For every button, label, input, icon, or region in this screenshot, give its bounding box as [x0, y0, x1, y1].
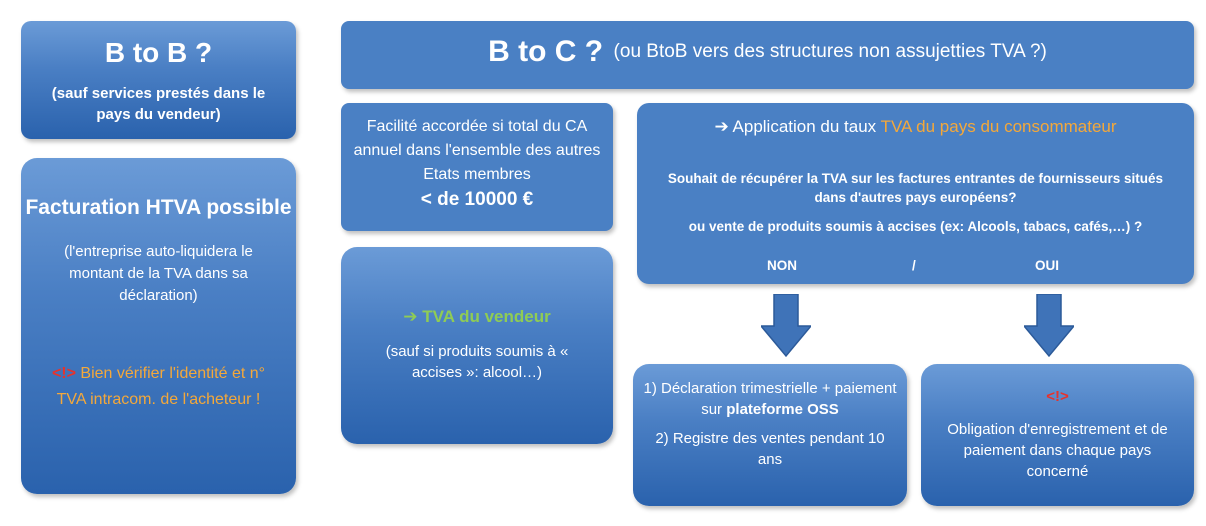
oss-line-2: 2) Registre des ventes pendant 10 ans — [655, 430, 885, 468]
arrow-down-icon — [761, 294, 811, 358]
registration-text: Obligation d'enregistrement et de paieme… — [947, 421, 1168, 480]
oss-box: 1) Déclaration trimestrielle + paiement … — [633, 364, 907, 506]
vendeur-title-line: ➔ TVA du vendeur — [341, 307, 613, 327]
btob-title: B to B ? — [104, 37, 213, 68]
application-question-1: Souhait de récupérer la TVA sur les fact… — [667, 171, 1164, 205]
btoc-line: B to C ? (ou BtoB vers des structures no… — [341, 35, 1194, 69]
btoc-banner: B to C ? (ou BtoB vers des structures no… — [341, 21, 1194, 89]
answer-oui: OUI — [1035, 258, 1060, 273]
vendeur-note: (sauf si produits soumis à « accises »: … — [385, 343, 569, 381]
facilite-amount: < de 10000 € — [420, 189, 534, 210]
warning-symbol: <!> — [51, 365, 76, 382]
oss-line-1-prefix: 1) Déclaration trimestrielle + paiement … — [643, 380, 897, 418]
btob-subtitle: (sauf services prestés dans le pays du v… — [51, 85, 266, 123]
btob-box: B to B ? (sauf services prestés dans le … — [21, 21, 296, 139]
arrow-down-icon — [1024, 294, 1074, 358]
facilite-text: Facilité accordée si total du CA annuel … — [353, 118, 601, 183]
registration-box: <!> Obligation d'enregistrement et de pa… — [921, 364, 1194, 506]
btoc-title: B to C ? — [488, 35, 604, 68]
htva-text: (l'entreprise auto-liquidera le montant … — [64, 243, 253, 304]
htva-title: Facturation HTVA possible — [25, 196, 292, 219]
vendeur-title: TVA du vendeur — [422, 307, 551, 326]
arrow-right-icon: ➔ — [714, 117, 729, 136]
warning-symbol: <!> — [1046, 388, 1069, 405]
facilite-box: Facilité accordée si total du CA annuel … — [341, 103, 613, 231]
application-question-2: ou vente de produits soumis à accises (e… — [688, 219, 1143, 234]
htva-box: Facturation HTVA possible (l'entreprise … — [21, 158, 296, 494]
oss-platform: plateforme OSS — [726, 401, 839, 418]
oss-line-1: 1) Déclaration trimestrielle + paiement … — [633, 378, 907, 420]
htva-warning: <!> Bien vérifier l'identité et n° TVA i… — [21, 361, 296, 413]
application-title: ➔ Application du taux TVA du pays du con… — [637, 117, 1194, 137]
htva-warning-text: Bien vérifier l'identité et n° TVA intra… — [56, 365, 266, 408]
btoc-subtitle: (ou BtoB vers des structures non assujet… — [613, 41, 1047, 62]
arrow-right-icon: ➔ — [403, 307, 418, 326]
answer-slash: / — [912, 258, 916, 273]
application-highlight: TVA du pays du consommateur — [880, 117, 1117, 136]
application-prefix: Application du taux — [728, 117, 881, 136]
vendeur-box: ➔ TVA du vendeur (sauf si produits soumi… — [341, 247, 613, 444]
answer-non: NON — [767, 258, 797, 273]
application-box: ➔ Application du taux TVA du pays du con… — [637, 103, 1194, 284]
